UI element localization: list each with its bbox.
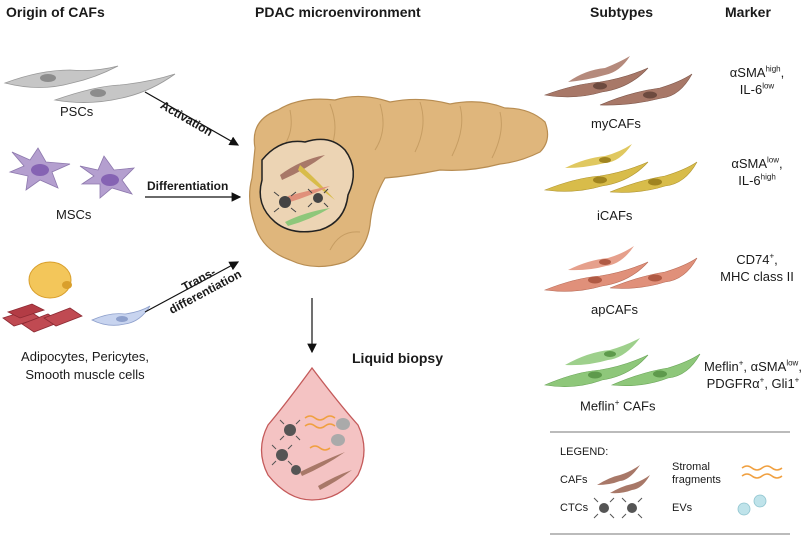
marker-header: Marker <box>725 4 771 20</box>
msc-label: MSCs <box>56 207 92 222</box>
liquid-biopsy-label: Liquid biopsy <box>352 350 443 366</box>
other-origins-line2: Smooth muscle cells <box>25 367 145 382</box>
apcaf-label: apCAFs <box>591 302 638 317</box>
mycaf-marker: αSMAhigh, IL-6low <box>729 64 785 97</box>
legend-title: LEGEND: <box>560 446 609 458</box>
apcaf-cells-icon <box>543 246 698 292</box>
subtypes-header: Subtypes <box>590 4 654 20</box>
other-origins-label: Adipocytes, Pericytes, Smooth muscle cel… <box>0 348 170 384</box>
adipocyte-icon <box>28 261 72 299</box>
pericyte-sheet-icon <box>2 303 83 333</box>
mycaf-cells-icon <box>543 56 693 106</box>
icaf-cells-icon <box>543 144 698 193</box>
icaf-marker: αSMAlow, IL-6high <box>731 155 783 188</box>
icaf-label: iCAFs <box>597 208 633 223</box>
legend-ctc-icon <box>593 497 643 519</box>
legend-stromal-icon <box>741 465 783 479</box>
other-origins-line1: Adipocytes, Pericytes, <box>21 349 149 364</box>
activation-arrow <box>144 91 240 146</box>
pancreas-icon <box>249 95 549 268</box>
meflin-marker: Meflin+, αSMAlow, PDGFRα+, Gli1+ <box>704 358 802 391</box>
mycaf-label: myCAFs <box>591 116 641 131</box>
transdifferentiation-arrow <box>144 261 240 313</box>
msc-cells-icon <box>8 147 136 199</box>
psc-label: PSCs <box>60 104 94 119</box>
meflin-caf-cells-icon <box>543 338 701 387</box>
differentiation-label: Differentiation <box>147 179 229 193</box>
legend-caf-icon <box>597 465 650 494</box>
legend-evs-label: EVs <box>672 502 693 514</box>
legend-stromal-label: Stromal fragments <box>672 461 721 486</box>
psc-cells-icon <box>3 65 176 103</box>
legend-cafs-label: CAFs <box>560 474 588 486</box>
legend-ctcs-label: CTCs <box>560 502 589 514</box>
apcaf-marker: CD74+, MHC class II <box>720 251 794 284</box>
legend-ev-icon <box>737 494 767 516</box>
smooth-muscle-cell-icon <box>91 305 151 326</box>
blood-drop-icon <box>260 366 365 501</box>
meflin-caf-label: Meflin+ CAFs <box>580 398 656 414</box>
microenv-header: PDAC microenvironment <box>255 4 421 20</box>
origin-header: Origin of CAFs <box>6 4 105 20</box>
